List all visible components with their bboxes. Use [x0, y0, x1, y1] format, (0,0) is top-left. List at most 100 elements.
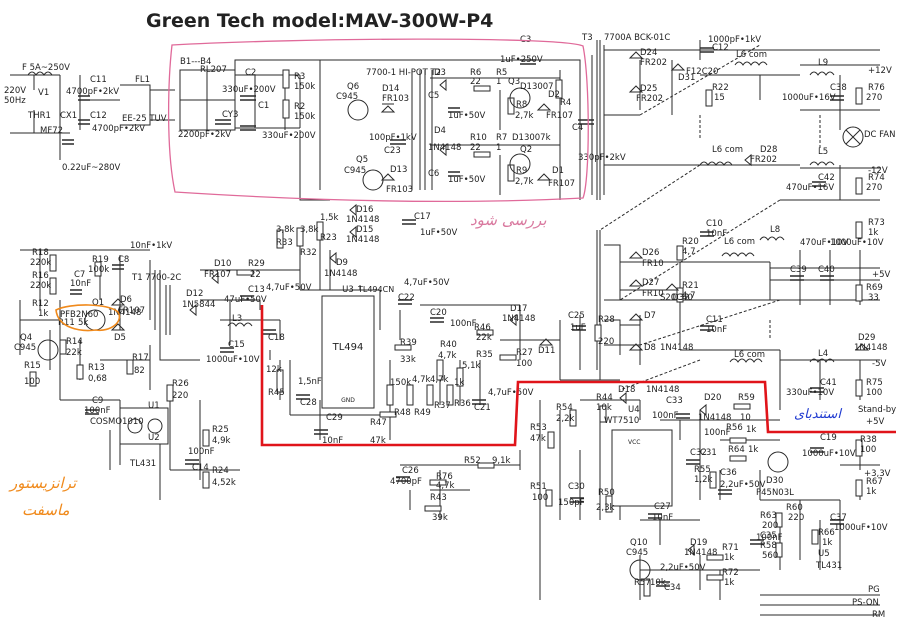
component-label-rm: RM — [872, 610, 885, 620]
orange-annotation-2: ماسفت — [22, 501, 70, 519]
component-label-r5: R5 — [496, 68, 507, 78]
component-label-c37v: 1000uF•10V — [834, 523, 888, 533]
component-label-c7v: 10nF — [70, 279, 91, 289]
component-label-r16v: 220k — [30, 281, 51, 291]
component-label-r8: R8 — [516, 100, 527, 110]
component-label-l8: L8 — [770, 225, 780, 235]
component-label-r36v: 1k — [454, 378, 464, 388]
component-label-d20: D20 — [704, 393, 721, 403]
component-label-fr10a: FR10 — [642, 259, 664, 269]
component-label-c33v: 100nF — [652, 411, 679, 421]
component-label-d26: D26 — [642, 248, 659, 258]
component-labels: F 5A~250V220V50HzV1THR1MF72CX10.22uF~280… — [4, 35, 896, 620]
component-label-d30: D30 — [766, 476, 783, 486]
component-label-r59v: 10 — [740, 413, 751, 423]
component-label-r76: R76 — [436, 472, 453, 482]
component-label-r37: R37 — [434, 401, 451, 411]
pink-annotation: بررسی شود — [470, 211, 547, 229]
component-label-c11: C11 — [90, 75, 107, 85]
component-label-d20p: 1N4148 — [698, 413, 731, 423]
component-label-c36v: 2,2uF•50V — [720, 480, 766, 490]
component-label-l4: L4 — [818, 349, 828, 359]
component-label-r29v: 22 — [250, 270, 261, 280]
component-label-dcfan: DC FAN — [864, 130, 895, 140]
component-label-c42: C42 — [818, 173, 835, 183]
component-label-c32: C32 — [690, 448, 707, 458]
component-label-c11v: 4700pF•2kV — [66, 87, 119, 97]
component-label-r54v: 2,2k — [556, 414, 575, 424]
component-label-d19p: 1N4148 — [684, 548, 717, 558]
component-label-r64: R64 — [728, 445, 745, 455]
component-label-r48v: 150k — [390, 378, 411, 388]
component-label-r32v: 3,8k — [300, 225, 319, 235]
component-label-r57v: 10k — [650, 578, 666, 588]
u4-chip: U4 WT7510 VCC — [604, 405, 673, 507]
component-label-c24: 100pF•1kV — [369, 133, 417, 143]
component-label-fr107b: FR107 — [548, 179, 575, 189]
component-label-d11: D11 — [538, 346, 555, 356]
component-label-r76r: R76 — [868, 83, 885, 93]
component-label-r73: R73 — [868, 218, 885, 228]
component-label-r14: R14 — [66, 337, 83, 347]
component-label-c22: C22 — [398, 293, 415, 303]
component-label-r20v: 4,7 — [682, 247, 696, 257]
component-label-r9: R9 — [516, 166, 527, 176]
component-label-ac: 220V — [4, 86, 26, 96]
u3-gnd-label: GND — [341, 397, 355, 404]
component-label-r54: R54 — [556, 403, 573, 413]
transformer-labels: T1 7700-2C 7700-1 HI-POT T2 T3 7700A BCK… — [131, 33, 670, 283]
component-label-d29p: 1N4148 — [854, 343, 887, 353]
component-label-u1: U1 — [148, 401, 160, 411]
component-label-fr107d: FR107 — [204, 270, 231, 280]
component-label-r21: R21 — [682, 281, 699, 291]
component-label-c945c: C945 — [14, 343, 36, 353]
component-label-p12: +12V — [868, 66, 892, 76]
component-label-r49: R49 — [414, 408, 431, 418]
component-label-q10: Q10 — [630, 538, 648, 548]
component-label-c12: C12 — [90, 111, 107, 121]
component-label-r71v: 1k — [724, 553, 734, 563]
component-label-d14: D14 — [382, 84, 399, 94]
component-label-r50v: 2,3k — [596, 503, 615, 513]
component-label-r24: R24 — [212, 466, 229, 476]
component-label-d2: D2 — [548, 90, 560, 100]
component-label-r28: R28 — [598, 315, 615, 325]
component-label-p5sb: +5V — [866, 417, 885, 427]
component-label-q5: Q5 — [356, 155, 368, 165]
dashed-traces — [599, 44, 821, 391]
component-label-r16: R16 — [32, 271, 49, 281]
component-label-c40v: 1000uF•10V — [830, 238, 884, 248]
component-label-q4: Q4 — [20, 333, 32, 343]
component-label-r25v: 4,9k — [212, 436, 231, 446]
component-label-c38: C38 — [830, 83, 847, 93]
component-label-r9v: 2,7k — [515, 177, 534, 187]
resistors — [29, 69, 863, 597]
component-label-r53: R53 — [530, 423, 547, 433]
component-label-b1b4: B1---B4 — [180, 57, 211, 67]
component-label-c19v: 1000uF•10V — [802, 449, 856, 459]
u3-name: U3 — [342, 285, 354, 295]
component-label-d13: D13 — [390, 165, 407, 175]
component-label-r18v: 220k — [30, 258, 51, 268]
component-label-r46: R46 — [474, 323, 491, 333]
component-label-c10v: 10nF — [706, 229, 727, 239]
component-label-cy3v: 2200pF•2kV — [178, 130, 231, 140]
component-label-d15p: 1N4148 — [346, 235, 379, 245]
component-label-r57: R57 — [634, 578, 651, 588]
component-label-d27: D27 — [642, 278, 659, 288]
component-label-r2: R2 — [294, 102, 305, 112]
diodes — [110, 51, 870, 557]
component-label-c28v: 1,5nF — [298, 377, 322, 387]
component-label-c25v: 1uF — [570, 323, 586, 333]
component-label-c15v: 1000uF•10V — [206, 355, 260, 365]
component-label-c20v: 100nF — [450, 319, 477, 329]
component-label-c42v: 470uF•16V — [786, 183, 834, 193]
component-label-c36: C36 — [720, 468, 737, 478]
component-label-c8: C8 — [118, 255, 129, 265]
component-label-c38v: 1000uF•16V — [782, 93, 836, 103]
component-label-d9: D9 — [336, 258, 348, 268]
component-label-c14: C14 — [192, 463, 209, 473]
component-label-r25: R25 — [212, 425, 229, 435]
component-label-d3: D3 — [434, 68, 446, 78]
component-label-d18: D18 — [618, 385, 635, 395]
